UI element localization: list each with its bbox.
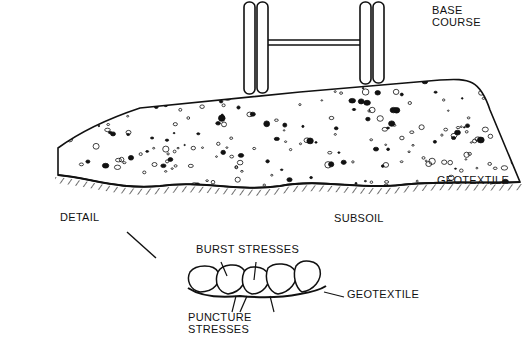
base-course (58, 79, 520, 187)
aggregate-texture (59, 78, 520, 190)
text-label: SUBSOIL (334, 212, 384, 224)
detail-leader (127, 232, 156, 258)
text-label: BASE COURSE (432, 4, 484, 28)
geotextile-line (58, 175, 520, 188)
text-label: GEOTEXTILE (347, 288, 419, 300)
text-label: BURST STRESSES (196, 243, 299, 255)
detail-stones (188, 261, 320, 294)
dual-wheels (244, 2, 384, 94)
detail-geotextile (188, 286, 326, 297)
text-label: GEOTEXTILE (437, 174, 509, 186)
text-label: PUNCTURE STRESSES (188, 311, 260, 335)
text-label: DETAIL (60, 211, 100, 223)
